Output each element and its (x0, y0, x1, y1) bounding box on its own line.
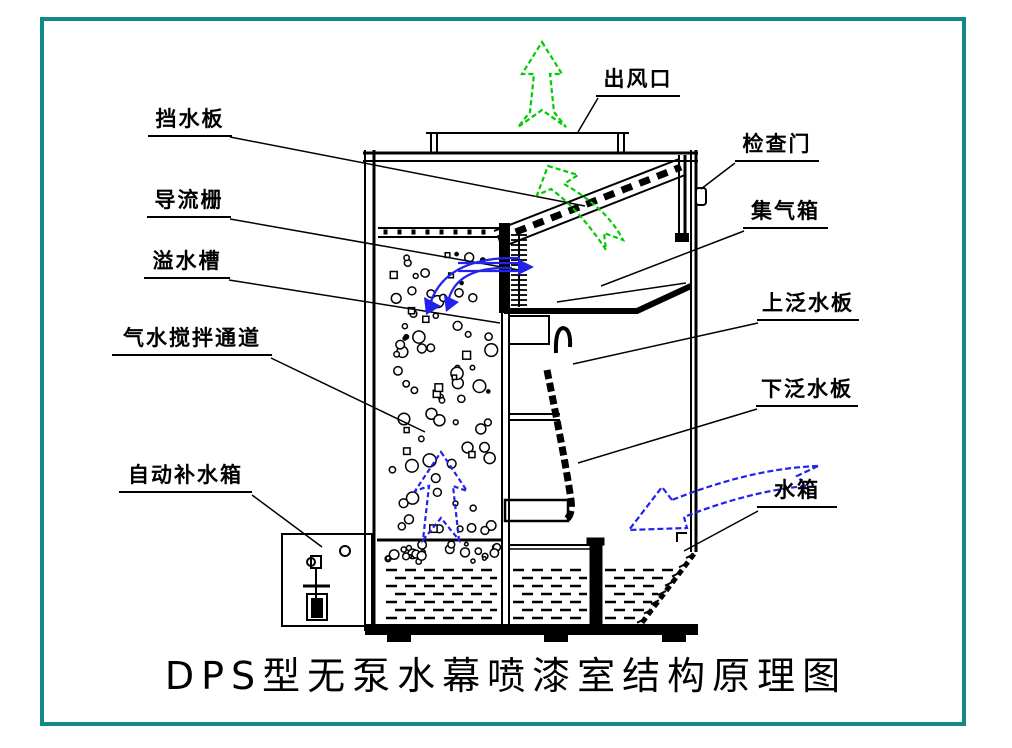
inspection-door-drawing (675, 155, 707, 242)
slope-hatch-ticks (629, 553, 695, 633)
tank-slope-plate (636, 552, 696, 630)
waterflow-arrows (412, 256, 819, 544)
label-air-water-mixing-channel: 气水搅拌通道 (112, 325, 272, 357)
water-tank-drawing (377, 532, 696, 631)
auto-refill-tank-drawing (281, 533, 373, 627)
label-overflow-trough: 溢水槽 (144, 248, 230, 280)
leader-water-tank (683, 510, 759, 552)
label-auto-water-refill-tank: 自动补水箱 (119, 462, 252, 494)
leader-overflow-trough (228, 279, 501, 324)
leader-air-outlet (577, 97, 599, 133)
bubble-field (384, 251, 502, 566)
label-gas-collection-box: 集气箱 (743, 198, 828, 230)
waterflow-arc-arrowhead-icon (424, 297, 441, 315)
leader-gas-collection-box (600, 230, 745, 287)
waterflow-arc-arrowhead-icon (444, 295, 459, 312)
upper-flashing-hook (553, 325, 573, 354)
leader-inspection-door (700, 162, 736, 190)
label-baffle-plate: 挡水板 (148, 106, 232, 138)
lower-flashing-board-drawing (543, 369, 575, 523)
label-air-outlet: 出风口 (596, 66, 680, 98)
label-inspection-door: 检查门 (735, 131, 819, 163)
air-outlet-duct (426, 132, 629, 152)
diagram-title: DPS型无泵水幕喷漆室结构原理图 (164, 654, 848, 698)
label-upper-flashing-board: 上泛水板 (757, 290, 859, 322)
airflow-up-arrow-icon (517, 39, 567, 128)
waterflow-right-arrowhead-icon (518, 259, 534, 275)
label-water-tank: 水箱 (757, 477, 837, 509)
airflow-curved-arrow-icon (535, 164, 626, 251)
leader-air-water-mixing-channel (270, 357, 426, 433)
leader-lines (228, 97, 759, 552)
leader-flow-guide-grille (229, 218, 520, 271)
airflow-arrows (517, 39, 626, 251)
leader-upper-flashing-board (572, 322, 759, 365)
air-intake-arrow-icon (626, 464, 819, 532)
gas-collection-box-drawing (504, 282, 693, 314)
teal-border-frame (40, 17, 966, 726)
label-flow-guide-grille: 导流栅 (147, 187, 231, 219)
label-lower-flashing-board: 下泛水板 (756, 376, 858, 408)
leader-auto-refill-tank (251, 494, 323, 548)
float-valve-bulb (306, 593, 328, 621)
trough-hatch-dots (383, 229, 486, 235)
leader-baffle-plate (229, 136, 586, 207)
flashing-board-frame (501, 312, 575, 630)
water-surface-dashes (386, 568, 673, 620)
booth-shell (363, 150, 698, 642)
baffle-plate-drawing (493, 158, 686, 248)
waterflow-up-arrow-icon (412, 450, 470, 544)
leader-lower-flashing-board (577, 408, 758, 464)
